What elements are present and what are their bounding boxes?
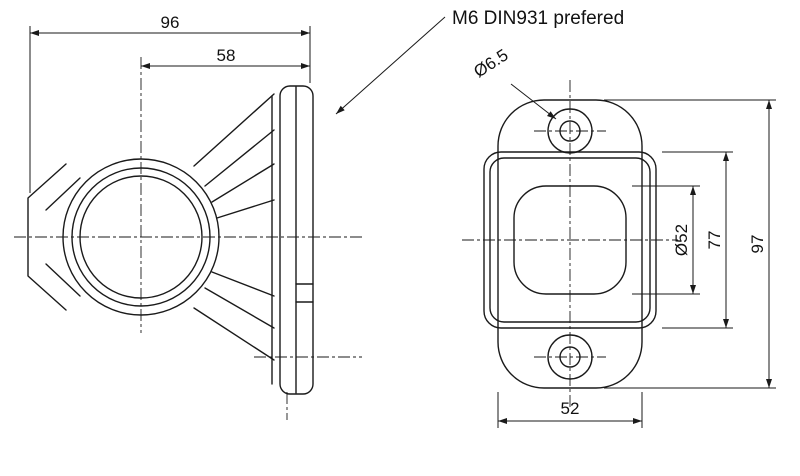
arrowhead-up <box>690 186 696 195</box>
arrowhead-down <box>766 379 772 388</box>
leader-arrowhead <box>547 111 556 119</box>
lamp-body-outline <box>483 151 657 329</box>
bracket-rib-line <box>211 163 275 203</box>
arrowhead-left <box>141 63 150 69</box>
dimension-lens-diameter: Ø52 <box>632 185 700 295</box>
leader-line <box>510 83 557 120</box>
bracket-rib-line <box>216 199 275 219</box>
housing-edge-line <box>45 177 81 211</box>
bottom-hole-circle <box>559 346 581 368</box>
flange-outline <box>279 85 314 395</box>
bracket-rib-line <box>193 307 275 361</box>
housing-outline <box>27 163 67 311</box>
arrowhead-down <box>723 319 729 328</box>
bracket-rib-line <box>204 287 275 329</box>
arrowhead-right <box>633 418 642 424</box>
dimension-label-body-height: 77 <box>705 231 724 250</box>
bracket-rib-line <box>211 271 275 297</box>
lens-front-outline <box>513 185 627 295</box>
bolt-note-label: M6 DIN931 prefered <box>452 8 624 29</box>
bottom-mounting-hole <box>547 334 593 380</box>
mounting-plate-outline <box>497 99 643 389</box>
housing-edge-line <box>45 263 81 297</box>
leader-arrowhead <box>336 105 345 114</box>
dimension-96: 96 <box>29 13 311 193</box>
bolt-note: M6 DIN931 prefered <box>335 8 624 115</box>
lens-outer-circle <box>62 158 220 316</box>
lens-inner-circle <box>79 175 203 299</box>
arrowhead-right <box>301 63 310 69</box>
leader-line <box>335 16 446 115</box>
arrowhead-down <box>690 285 696 294</box>
arrowhead-up <box>723 152 729 161</box>
flange-side-profile <box>271 85 314 395</box>
dimension-label-lens-diameter: Ø52 <box>672 224 691 256</box>
top-hole-circle <box>559 120 581 142</box>
lamp-body-inner-outline <box>489 157 651 323</box>
dimension-label-overall-height: 97 <box>748 235 767 254</box>
dimension-label-center-to-flange: 58 <box>217 46 236 65</box>
arrowhead-left <box>30 30 39 36</box>
dimension-label-plate-width: 52 <box>561 399 580 418</box>
arrowhead-left <box>498 418 507 424</box>
bracket-rib-line <box>193 93 275 167</box>
dimension-overall-height: 97 <box>604 99 776 389</box>
hole-diameter-label: Ø6.5 <box>470 45 511 81</box>
lens-mid-circle <box>71 167 211 307</box>
dimension-plate-width: 52 <box>497 392 643 428</box>
side-view: 96 58 M6 DIN931 prefered <box>14 8 624 420</box>
hole-diameter-callout: Ø6.5 <box>470 45 557 120</box>
dimension-58: 58 <box>141 46 310 69</box>
bracket-arm <box>193 93 275 361</box>
front-view: Ø6.5 Ø52 77 <box>462 45 776 428</box>
dimension-body-height: 77 <box>662 151 733 329</box>
dimension-label-overall-width: 96 <box>161 13 180 32</box>
arrowhead-up <box>766 100 772 109</box>
top-hole-boss-circle <box>547 108 593 154</box>
bracket-rib-line <box>204 129 275 187</box>
arrowhead-right <box>301 30 310 36</box>
top-mounting-hole <box>547 108 593 154</box>
bottom-hole-boss-circle <box>547 334 593 380</box>
